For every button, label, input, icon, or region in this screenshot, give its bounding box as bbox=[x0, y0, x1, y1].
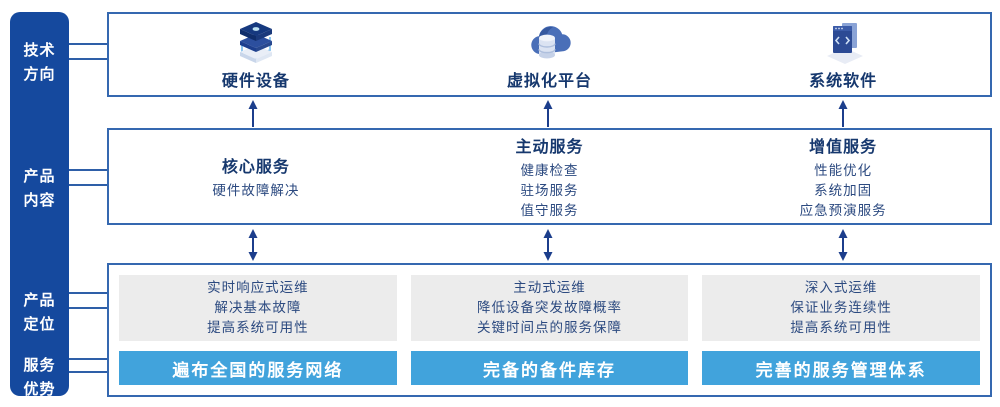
arrow-both-icon bbox=[836, 229, 850, 261]
tech-item-hardware: 硬件设备 bbox=[109, 18, 403, 91]
arrow-up-icon bbox=[246, 100, 260, 127]
advantage-banner: 完善的服务管理体系 bbox=[702, 351, 981, 385]
advantage-banner: 完备的备件库存 bbox=[410, 351, 689, 385]
connector-line bbox=[69, 292, 107, 294]
tech-item-software: 系统软件 bbox=[696, 18, 990, 91]
content-col-active-service: 主动服务 健康检查 驻场服务 值守服务 bbox=[403, 130, 697, 223]
content-title: 主动服务 bbox=[515, 136, 584, 156]
positioning-point: 深入式运维 bbox=[804, 280, 878, 296]
sidebar-item-product-positioning: 产品 定位 bbox=[23, 291, 56, 333]
tech-label-software: 系统软件 bbox=[809, 71, 878, 90]
content-title: 增值服务 bbox=[809, 136, 878, 156]
positioning-col-2: 主动式运维 降低设备突发故障概率 关键时间点的服务保障 完备的备件库存 bbox=[410, 275, 689, 385]
positioning-col-1: 实时响应式运维 解决基本故障 提高系统可用性 遍布全国的服务网络 bbox=[119, 275, 397, 385]
connector-line bbox=[69, 358, 107, 360]
connector-line bbox=[69, 43, 107, 45]
positioning-point: 保证业务连续性 bbox=[790, 300, 892, 316]
content-item: 驻场服务 bbox=[520, 182, 579, 199]
server-stack-icon bbox=[239, 22, 272, 63]
positioning-point: 主动式运维 bbox=[513, 280, 586, 296]
positioning-points: 主动式运维 降低设备突发故障概率 关键时间点的服务保障 bbox=[410, 275, 689, 341]
content-item: 系统加固 bbox=[814, 182, 873, 199]
content-item: 值守服务 bbox=[520, 202, 579, 219]
advantage-banner: 遍布全国的服务网络 bbox=[119, 351, 397, 385]
tech-label-virtualization: 虚拟化平台 bbox=[507, 71, 593, 90]
positioning-point: 提高系统可用性 bbox=[207, 320, 309, 336]
sidebar-item-service-advantage: 服务 优势 bbox=[23, 356, 56, 398]
positioning-point: 实时响应式运维 bbox=[207, 280, 309, 296]
positioning-advantage-box: 实时响应式运维 解决基本故障 提高系统可用性 遍布全国的服务网络 主动式运维 降… bbox=[107, 263, 992, 397]
content-title: 核心服务 bbox=[221, 156, 290, 176]
product-content-box: 核心服务 硬件故障解决 主动服务 健康检查 驻场服务 值守服务 增值服务 性能优… bbox=[107, 128, 992, 225]
connector-line bbox=[69, 58, 107, 60]
category-sidebar: 技术 方向 产品 内容 产品 定位 服务 优势 bbox=[10, 12, 69, 398]
software-window-icon bbox=[827, 23, 864, 64]
tech-direction-box: 硬件设备 虚拟化平台 bbox=[107, 12, 992, 97]
sidebar-item-product-content: 产品 内容 bbox=[23, 167, 56, 209]
connector-line bbox=[69, 307, 107, 309]
sidebar-item-tech-direction: 技术 方向 bbox=[23, 41, 56, 83]
arrow-up-icon bbox=[541, 100, 555, 127]
tech-label-hardware: 硬件设备 bbox=[221, 71, 290, 90]
arrow-up-icon bbox=[836, 100, 850, 127]
positioning-point: 降低设备突发故障概率 bbox=[477, 300, 622, 316]
positioning-point: 关键时间点的服务保障 bbox=[477, 320, 622, 336]
connector-line bbox=[69, 169, 107, 171]
tech-item-virtualization: 虚拟化平台 bbox=[403, 18, 697, 91]
connector-line bbox=[69, 371, 107, 373]
positioning-points: 实时响应式运维 解决基本故障 提高系统可用性 bbox=[119, 275, 397, 341]
connector-line bbox=[69, 184, 107, 186]
content-col-core-service: 核心服务 硬件故障解决 bbox=[109, 130, 403, 223]
positioning-col-3: 深入式运维 保证业务连续性 提高系统可用性 完善的服务管理体系 bbox=[702, 275, 981, 385]
content-item: 健康检查 bbox=[520, 162, 579, 179]
positioning-points: 深入式运维 保证业务连续性 提高系统可用性 bbox=[702, 275, 981, 341]
content-item: 性能优化 bbox=[814, 162, 873, 179]
content-item: 硬件故障解决 bbox=[212, 182, 300, 199]
positioning-point: 提高系统可用性 bbox=[790, 320, 892, 336]
positioning-point: 解决基本故障 bbox=[214, 300, 302, 316]
cloud-database-icon bbox=[530, 26, 571, 59]
content-col-value-added-service: 增值服务 性能优化 系统加固 应急预演服务 bbox=[696, 130, 990, 223]
content-item: 应急预演服务 bbox=[799, 202, 887, 219]
arrow-both-icon bbox=[246, 229, 260, 261]
arrow-both-icon bbox=[541, 229, 555, 261]
